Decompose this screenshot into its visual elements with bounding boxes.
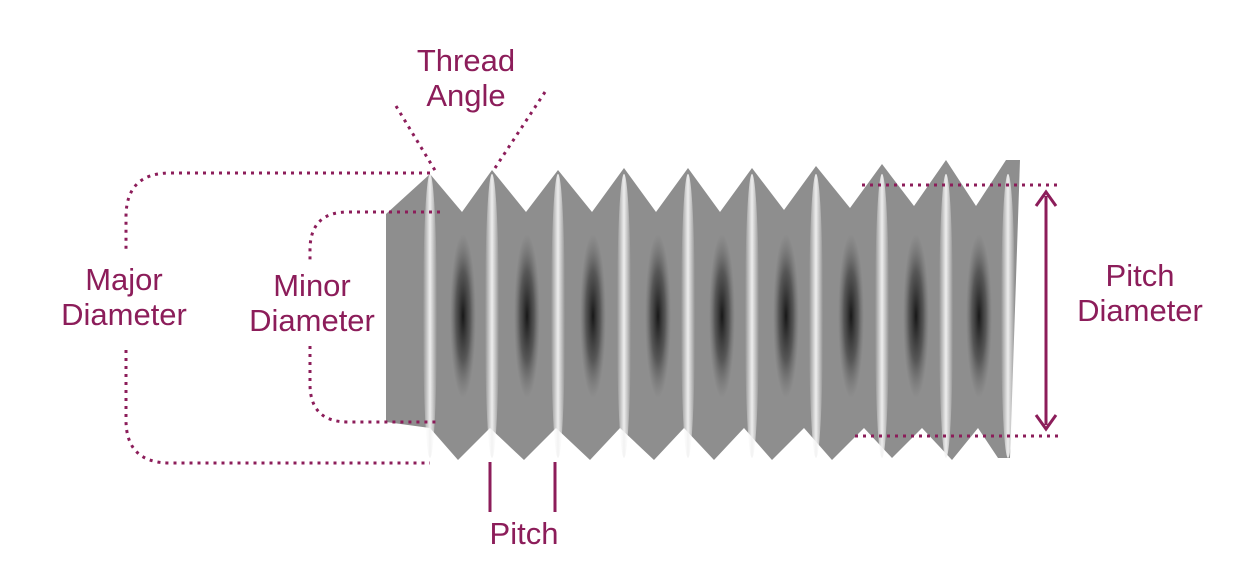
minor-diameter-label-line-2: Diameter	[249, 303, 375, 338]
thread-root-shadow	[514, 234, 540, 398]
pitch-label: Pitch	[472, 516, 576, 551]
pitch-diameter-arrowhead-bottom	[1034, 414, 1058, 432]
thread-root-shadow	[709, 234, 735, 398]
thread-angle-label-line-2: Angle	[426, 78, 506, 113]
thread-crest-highlight	[809, 174, 823, 458]
thread-shadows	[450, 234, 992, 398]
thread-root-shadow	[838, 234, 864, 398]
pitch-diameter-arrowhead-top	[1034, 189, 1058, 207]
minor-diameter-label: Minor Diameter	[236, 268, 388, 338]
bolt-thread	[386, 160, 1020, 460]
major-diameter-label-line-1: Major	[85, 262, 163, 297]
thread-root-shadow	[903, 234, 929, 398]
thread-root-shadow	[450, 234, 476, 398]
minor-diameter-label-line-1: Minor	[273, 268, 351, 303]
thread-angle-label: Thread Angle	[396, 43, 536, 113]
pitch-diameter-arrow	[1034, 189, 1058, 432]
thread-crest-highlight	[617, 174, 631, 458]
thread-crest-highlight	[551, 174, 565, 458]
thread-crest-highlight	[875, 174, 889, 458]
thread-crest-highlight	[1001, 174, 1015, 458]
pitch-diameter-label-line-1: Pitch	[1105, 258, 1175, 293]
major-diameter-bracket-top	[124, 171, 430, 250]
thread-highlights	[423, 174, 1015, 458]
minor-diameter-bracket-top	[308, 210, 440, 262]
pitch-marker	[488, 462, 557, 512]
minor-diameter-bracket-bottom	[308, 346, 440, 424]
thread-root-shadow	[580, 234, 606, 398]
major-diameter-label-line-2: Diameter	[61, 297, 187, 332]
thread-crest-highlight	[681, 174, 695, 458]
pitch-label-text: Pitch	[489, 516, 559, 551]
thread-root-shadow	[966, 234, 992, 398]
thread-angle-line-left	[394, 105, 438, 173]
thread-angle-label-line-1: Thread	[416, 43, 516, 78]
thread-crest-highlight	[745, 174, 759, 458]
dimension-lines	[124, 91, 1058, 465]
thread-crest-highlight	[939, 174, 953, 458]
thread-crest-highlight	[485, 174, 499, 458]
thread-crest-highlight	[423, 174, 437, 458]
thread-root-shadow	[645, 234, 671, 398]
pitch-diameter-label-line-2: Diameter	[1077, 293, 1203, 328]
major-diameter-bracket-bottom	[124, 350, 430, 465]
thread-root-shadow	[773, 234, 799, 398]
pitch-diameter-label: Pitch Diameter	[1064, 258, 1216, 328]
bolt-body	[386, 160, 1020, 460]
major-diameter-label: Major Diameter	[48, 262, 200, 332]
